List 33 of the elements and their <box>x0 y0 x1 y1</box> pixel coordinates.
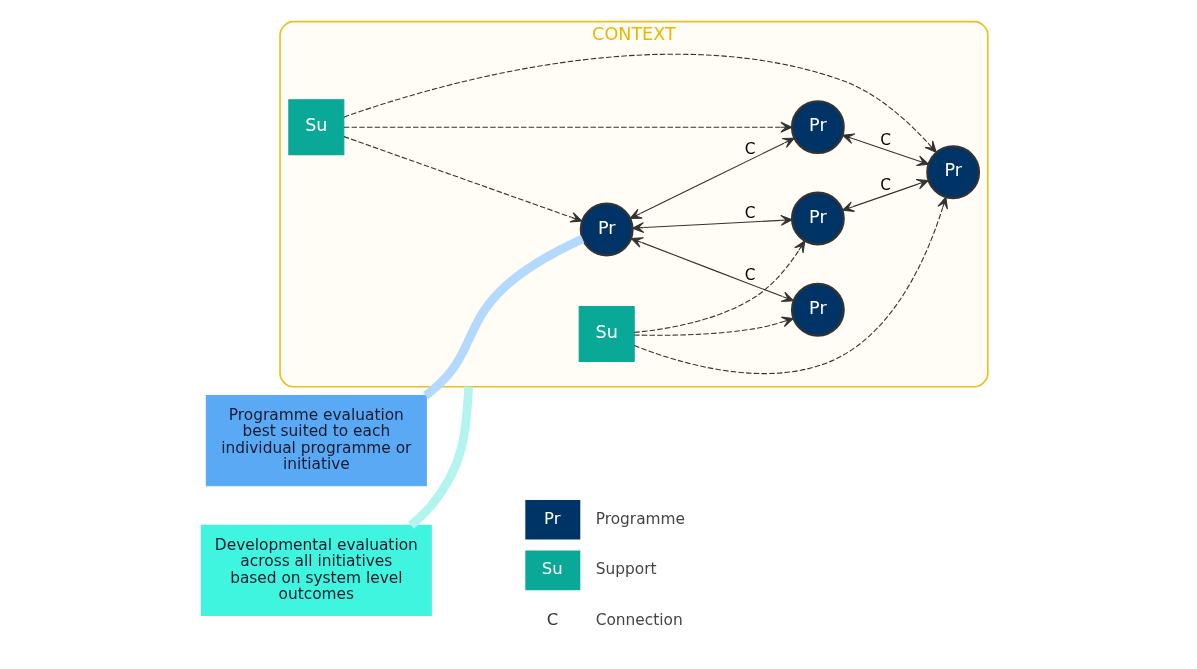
node-circle: Pr <box>790 282 845 337</box>
legend-label: Support <box>595 560 656 579</box>
node-circle: Pr <box>790 100 845 155</box>
arrow <box>841 178 929 212</box>
label: Pr <box>543 508 560 528</box>
arrow <box>342 121 792 133</box>
edge-label: C <box>744 203 756 222</box>
connector <box>407 386 473 529</box>
arrow <box>630 237 794 302</box>
arrow <box>629 137 795 220</box>
label: C <box>546 609 558 629</box>
arrow <box>841 133 929 166</box>
arrow <box>633 316 794 336</box>
node-box: Su <box>578 305 635 362</box>
node-circle: Pr <box>579 202 634 257</box>
node-box: Su <box>287 99 344 156</box>
arrow <box>633 240 805 333</box>
node-box: Programme evaluation best suited to each individual programme or initiative <box>205 395 427 487</box>
edge-label: C <box>879 130 891 149</box>
connector <box>422 235 584 400</box>
legend-label: Connection <box>595 611 683 630</box>
label: Su <box>541 559 563 579</box>
edge-label: C <box>744 266 756 285</box>
edge-label: C <box>879 176 891 195</box>
arrow <box>342 136 582 223</box>
arrow <box>342 54 937 153</box>
arrow <box>633 196 948 375</box>
node-box: Developmental evaluation across all initiatives based on system level outcomes <box>200 524 432 617</box>
arrow <box>631 214 793 234</box>
legend-label: Programme <box>595 509 685 528</box>
edge-label: C <box>744 139 756 158</box>
node-circle: Pr <box>925 145 980 200</box>
node-circle: Pr <box>790 191 845 246</box>
